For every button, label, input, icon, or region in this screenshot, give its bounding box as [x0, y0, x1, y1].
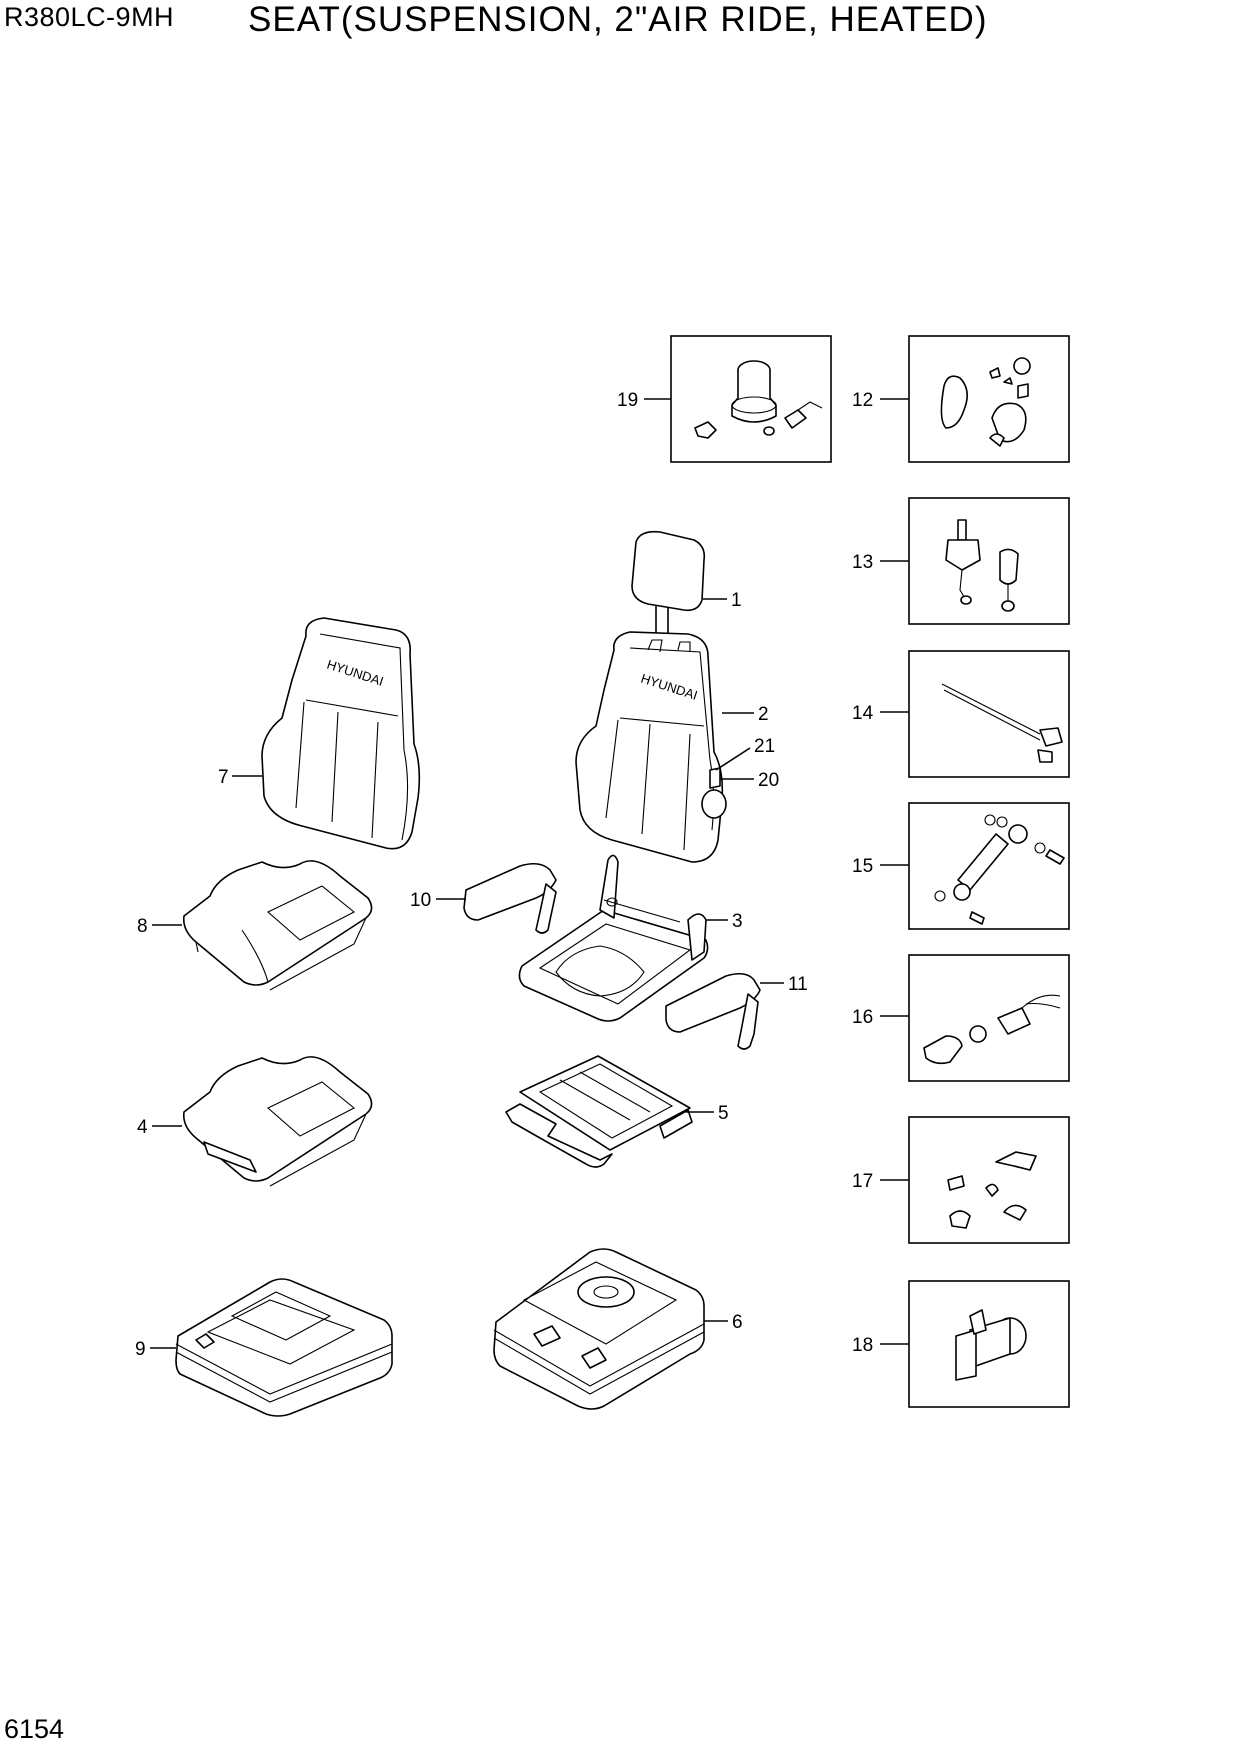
- detail-box-18: [908, 1280, 1070, 1408]
- svg-text:2: 2: [758, 704, 769, 725]
- seat-belt-part-13: [945, 519, 1019, 612]
- callout-3: 3: [706, 911, 743, 932]
- callout-8: 8: [137, 916, 182, 937]
- svg-text:6: 6: [732, 1312, 743, 1333]
- detail-box-13: [908, 497, 1070, 625]
- harness-part-14: [941, 683, 1063, 763]
- svg-text:8: 8: [137, 916, 148, 937]
- svg-text:16: 16: [852, 1007, 873, 1028]
- svg-text:15: 15: [852, 856, 873, 877]
- model-number: R380LC-9MH: [4, 2, 175, 32]
- svg-text:3: 3: [732, 911, 743, 932]
- callout-10: 10: [410, 890, 466, 911]
- svg-text:14: 14: [852, 703, 874, 724]
- suspension-base-part-9: [175, 1278, 393, 1417]
- pump-motor-part-18: [955, 1309, 1027, 1381]
- svg-text:5: 5: [718, 1103, 729, 1124]
- callout-5: 5: [686, 1103, 729, 1124]
- seat-frame-part-3: [518, 854, 709, 1022]
- callout-17: 17: [852, 1171, 909, 1192]
- callout-19: 19: [617, 390, 671, 411]
- callout-4: 4: [137, 1117, 182, 1138]
- small-parts-17: [947, 1151, 1037, 1229]
- callout-18: 18: [852, 1335, 909, 1356]
- armrest-part-11: [665, 972, 761, 1050]
- callout-16: 16: [852, 1007, 909, 1028]
- callout-15: 15: [852, 856, 909, 877]
- svg-text:9: 9: [135, 1339, 146, 1360]
- svg-text:12: 12: [852, 390, 873, 411]
- backrest-part-2: HYUNDAI: [575, 631, 727, 863]
- callout-21: 21: [715, 736, 775, 771]
- callout-6: 6: [704, 1312, 743, 1333]
- headrest-part-1: [631, 530, 706, 648]
- callout-20: 20: [720, 770, 779, 791]
- callout-12: 12: [852, 390, 909, 411]
- callout-9: 9: [135, 1339, 176, 1360]
- svg-text:1: 1: [731, 590, 742, 611]
- suspension-base-part-6: [493, 1248, 705, 1410]
- shock-absorber-part-15: [934, 814, 1065, 925]
- callout-11: 11: [760, 974, 808, 995]
- lumbar-switch: [709, 767, 721, 789]
- svg-text:7: 7: [218, 767, 229, 788]
- callout-14: 14: [852, 703, 909, 724]
- slide-rails-part-5: [505, 1055, 693, 1168]
- lumbar-knob: [701, 789, 727, 819]
- detail-box-19: [670, 335, 832, 463]
- compressor-part-19: [694, 360, 823, 439]
- svg-text:4: 4: [137, 1117, 148, 1138]
- cushion-part-4: [182, 1056, 373, 1187]
- armrest-part-10: [463, 862, 557, 934]
- backrest-cover-part-7: HYUNDAI: [261, 617, 421, 850]
- svg-text:20: 20: [758, 770, 779, 791]
- cushion-cover-part-8: [182, 860, 373, 991]
- detail-box-17: [908, 1116, 1070, 1244]
- svg-text:21: 21: [754, 736, 775, 757]
- diagram-title: SEAT(SUSPENSION, 2"AIR RIDE, HEATED): [248, 0, 988, 39]
- svg-text:17: 17: [852, 1171, 873, 1192]
- heater-switch-part-16: [923, 994, 1061, 1065]
- callout-13: 13: [852, 552, 909, 573]
- svg-text:19: 19: [617, 390, 638, 411]
- svg-text:11: 11: [788, 974, 808, 995]
- callout-1: 1: [703, 590, 742, 611]
- callout-2: 2: [722, 704, 769, 725]
- svg-text:13: 13: [852, 552, 873, 573]
- page-number: 6154: [4, 1714, 65, 1744]
- svg-text:10: 10: [410, 890, 431, 911]
- callout-7: 7: [218, 767, 262, 788]
- svg-text:18: 18: [852, 1335, 873, 1356]
- cover-parts-12: [940, 357, 1031, 447]
- detail-box-12: [908, 335, 1070, 463]
